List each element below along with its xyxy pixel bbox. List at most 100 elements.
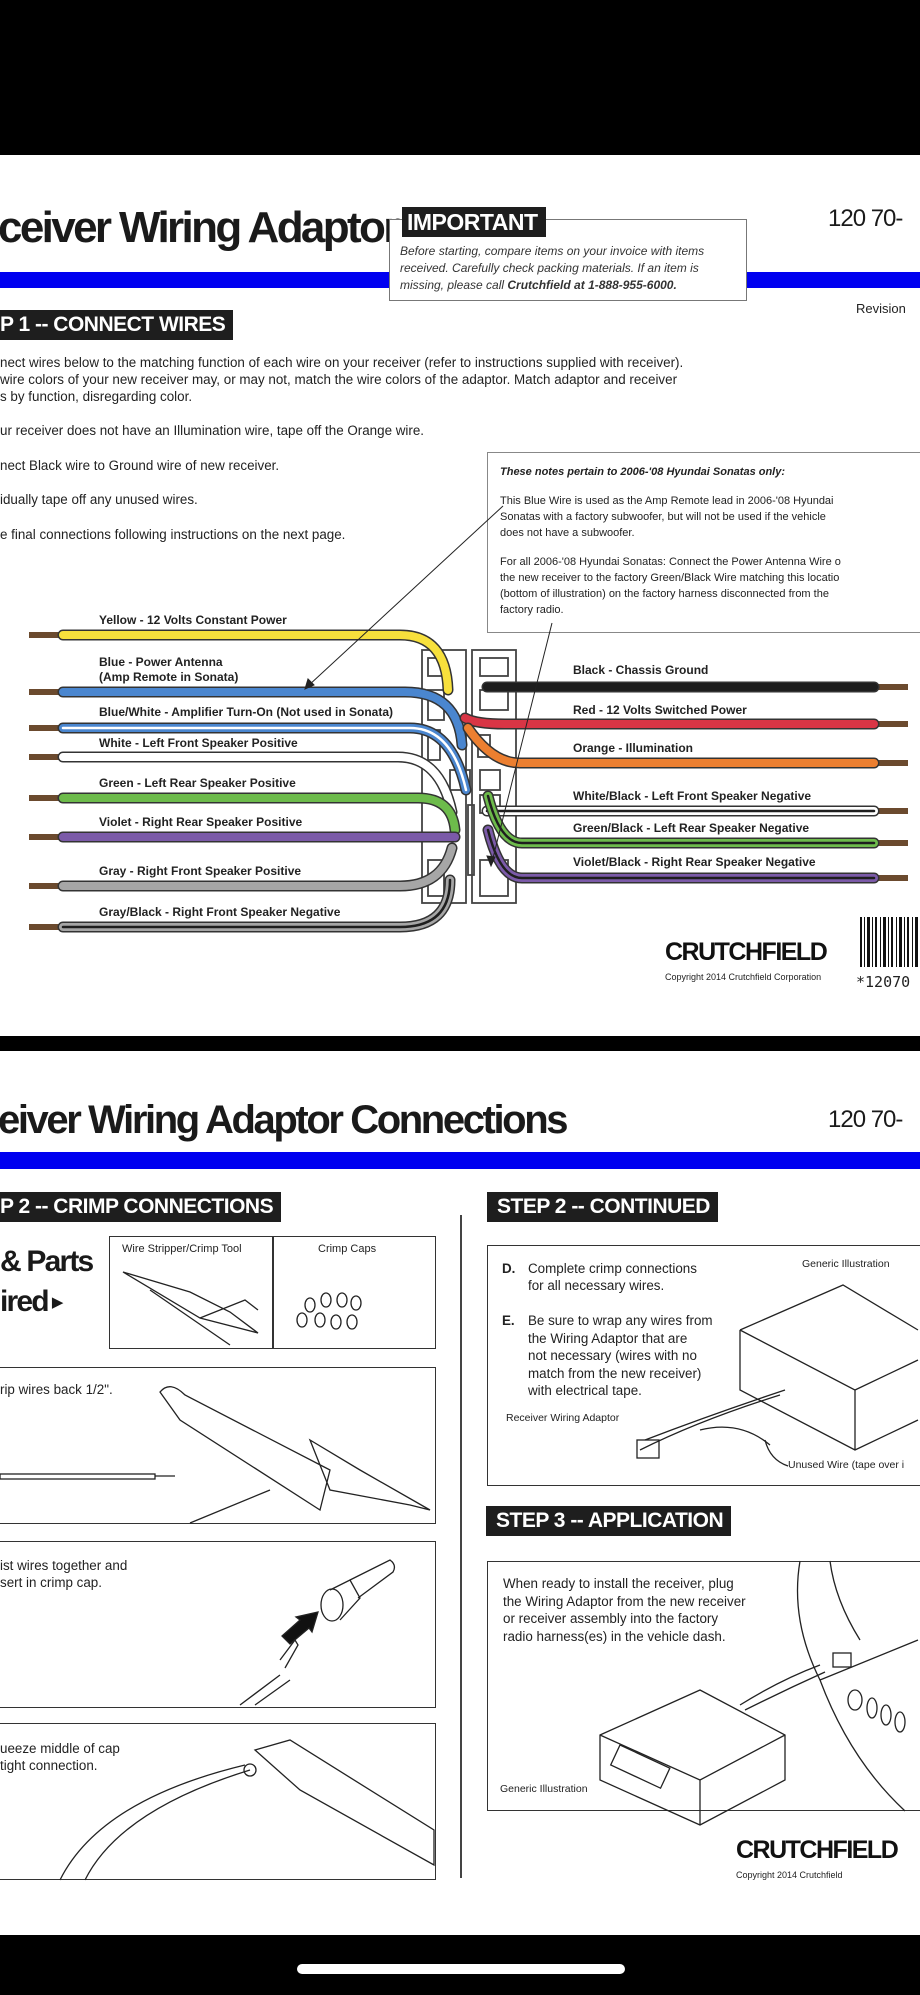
tools-divider	[272, 1237, 274, 1348]
sonata-notes-text: These notes pertain to 2006-'08 Hyundai …	[500, 464, 918, 618]
wire-stripped-end	[29, 689, 63, 695]
page-title: ceiver Wiring Adaptor	[0, 203, 400, 252]
barcode	[860, 917, 918, 967]
barcode-number: *12070	[856, 973, 911, 991]
wire	[59, 753, 456, 816]
instruction-3: nect Black wire to Ground wire of new re…	[0, 458, 280, 473]
wire	[461, 714, 878, 728]
part-number: 120 70-	[828, 1106, 903, 1133]
part-number: 120 70-	[828, 205, 903, 232]
home-indicator[interactable]	[297, 1964, 625, 1974]
step-c-text: ueeze middle of cap tight connection.	[0, 1741, 120, 1773]
wire-label-green-black: Green/Black - Left Rear Speaker Negative	[573, 821, 810, 835]
note-pointer-blue	[307, 505, 504, 687]
tools-heading: & Parts ired▶	[0, 1245, 94, 1318]
instruction-2: ur receiver does not have an Illuminatio…	[0, 423, 425, 438]
generic-illustration-label: Generic Illustration	[500, 1783, 588, 1795]
step3-box	[487, 1561, 920, 1811]
wire-label-blue-white: Blue/White - Amplifier Turn-On (Not used…	[99, 705, 393, 719]
wire-stripped-end	[29, 754, 63, 760]
crimp-squeeze-illustration	[59, 1739, 435, 1881]
wire-stripped-end	[29, 834, 63, 840]
wire-stripped-end	[874, 721, 908, 727]
wire-label-gray: Gray - Right Front Speaker Positive	[99, 864, 302, 878]
wire-stripped-end	[29, 924, 63, 930]
crimp-cap-insert-illustration	[239, 1559, 396, 1706]
instruction-4: idually tape off any unused wires.	[0, 492, 198, 507]
step-c-box	[0, 1723, 436, 1880]
wire-stripped-end	[29, 725, 63, 731]
tool-label-crimp-caps: Crimp Caps	[318, 1243, 377, 1255]
column-divider	[460, 1215, 462, 1878]
wire-label-white: White - Left Front Speaker Positive	[99, 736, 298, 750]
step2-banner: P 2 -- CRIMP CONNECTIONS	[0, 1192, 282, 1222]
stripper-tool-icon	[122, 1271, 259, 1346]
blue-rule	[0, 1152, 920, 1169]
wire-label-violet: Violet - Right Rear Speaker Positive	[99, 815, 303, 829]
copyright: Copyright 2014 Crutchfield Corporation	[665, 972, 822, 982]
wire-label-black: Black - Chassis Ground	[573, 663, 709, 677]
wire	[59, 844, 456, 890]
instruction-1: nect wires below to the matching functio…	[0, 355, 684, 404]
crutchfield-logo: CRUTCHFIELD	[665, 938, 828, 966]
important-line: Before starting, compare items on your i…	[400, 244, 705, 258]
wire	[59, 631, 452, 694]
triangle-right-icon: ▶	[51, 1294, 64, 1311]
important-line: received. Carefully check packing materi…	[400, 261, 699, 275]
crimp-caps-icon	[296, 1292, 362, 1330]
page-title: eiver Wiring Adaptor Connections	[0, 1098, 568, 1142]
instruction-5: e final connections following instructio…	[0, 527, 346, 542]
revision-label: Revision	[856, 301, 906, 316]
adaptor-label: Receiver Wiring Adaptor	[506, 1412, 620, 1424]
wire-stripped-end	[29, 795, 63, 801]
wire-label-orange: Orange - Illumination	[573, 741, 694, 755]
wire-stripped-end	[29, 632, 63, 638]
arrowhead	[304, 678, 315, 690]
wire-stripped-end	[874, 840, 908, 846]
sonata-notes-box	[487, 452, 920, 633]
receiver-illustration-2	[599, 1664, 826, 1826]
wire-stripped-end	[874, 760, 908, 766]
wire-stripe	[61, 878, 452, 929]
wire	[59, 688, 466, 749]
step3-banner: STEP 3 -- APPLICATION	[486, 1506, 732, 1536]
important-text: Before starting, compare items on your i…	[400, 243, 704, 294]
notes-heading: These notes pertain to 2006-'08 Hyundai …	[500, 466, 786, 478]
important-line: missing, please call Crutchfield at 1-88…	[400, 278, 677, 292]
crutchfield-phone: Crutchfield at 1-888-955-6000.	[507, 278, 677, 292]
unused-wire-label: Unused Wire (tape over i	[788, 1459, 905, 1471]
wire-label-blue: Blue - Power Antenna(Amp Remote in Sonat…	[99, 655, 239, 684]
stripper-illustration	[0, 1386, 431, 1524]
wire-stripped-end	[29, 883, 63, 889]
step2-continued-banner: STEP 2 -- CONTINUED	[487, 1192, 718, 1222]
copyright: Copyright 2014 Crutchfield	[736, 1870, 843, 1880]
step-a-text: rip wires back 1/2".	[0, 1382, 113, 1397]
wire	[464, 724, 878, 767]
wire-stripe	[486, 828, 876, 880]
arrowhead	[486, 855, 496, 868]
crutchfield-logo: CRUTCHFIELD	[736, 1836, 899, 1864]
application-text: When ready to install the receiver, plug…	[503, 1576, 746, 1644]
wire-stripped-end	[874, 875, 908, 881]
step-a-box	[0, 1367, 436, 1524]
wire-label-green: Green - Left Rear Speaker Positive	[99, 776, 296, 790]
wire-stripped-end	[874, 808, 908, 814]
note-pointer-green-black	[491, 622, 553, 863]
dashboard-illustration	[796, 1560, 919, 1812]
step1-banner: P 1 -- CONNECT WIRES	[0, 310, 234, 340]
wire-label-white-black: White/Black - Left Front Speaker Negativ…	[573, 789, 812, 803]
wire	[59, 794, 459, 834]
important-label: IMPORTANT	[402, 207, 546, 237]
wire-label-gray-black: Gray/Black - Right Front Speaker Negativ…	[99, 905, 341, 919]
receiver-illustration-1	[636, 1284, 919, 1467]
wire-stripe	[486, 794, 876, 845]
wire-label-yellow: Yellow - 12 Volts Constant Power	[99, 613, 287, 627]
tool-label-stripper: Wire Stripper/Crimp Tool	[122, 1243, 242, 1255]
wire-stripped-end	[874, 684, 908, 690]
step-b-box	[0, 1541, 436, 1708]
